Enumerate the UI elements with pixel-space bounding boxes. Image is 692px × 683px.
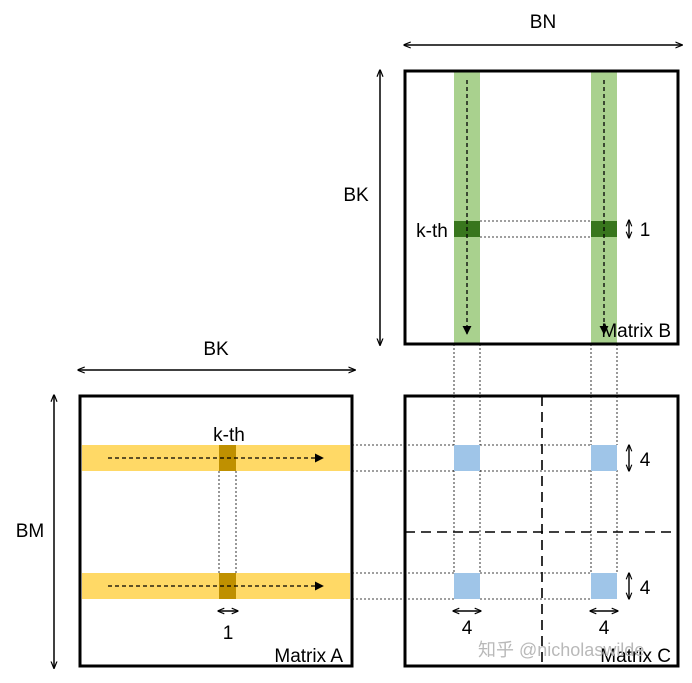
matrix-c: 4 4 4 4 Matrix C [403, 394, 680, 668]
bm-dimension: BM [16, 395, 54, 668]
bn-label: BN [530, 12, 556, 33]
watermark: 知乎 @nicholaswilde [478, 640, 644, 660]
a-to-c-guides [352, 444, 591, 600]
matrix-b-kth-height-label: 1 [640, 220, 651, 241]
matrix-c-tile-bottom-left [454, 573, 480, 599]
matrix-b-label: Matrix B [601, 321, 671, 342]
b-to-c-guides [453, 344, 618, 574]
matrix-a-border [78, 394, 354, 668]
matrix-c-border [403, 394, 680, 668]
matrix-b-border [403, 69, 680, 346]
matrix-b-kth-label: k-th [416, 221, 448, 242]
matrix-a-kth-label: k-th [213, 425, 245, 446]
matrix-c-tile-width-right: 4 [599, 618, 610, 639]
matrix-b: k-th 1 Matrix B [403, 69, 680, 346]
matrix-a-label: Matrix A [274, 646, 343, 667]
bn-dimension: BN [404, 12, 682, 45]
bk-dimension-a: BK [78, 339, 355, 370]
matrix-c-tile-top-right [591, 445, 617, 471]
bk-dimension-b: BK [343, 70, 380, 345]
matrix-c-tile-bottom-right [591, 573, 617, 599]
matrix-c-tile-width-left: 4 [462, 618, 473, 639]
bk-label-a: BK [203, 339, 229, 360]
matrix-c-tile-top-left [454, 445, 480, 471]
bk-label-b: BK [343, 185, 369, 206]
matrix-a: k-th 1 Matrix A [78, 394, 354, 668]
matrix-c-tile-height-top: 4 [640, 450, 651, 471]
matrix-c-tile-height-bottom: 4 [640, 578, 651, 599]
bm-label: BM [16, 521, 45, 542]
matrix-c-label: Matrix C [600, 646, 671, 667]
matrix-a-kth-width-label: 1 [223, 623, 234, 644]
